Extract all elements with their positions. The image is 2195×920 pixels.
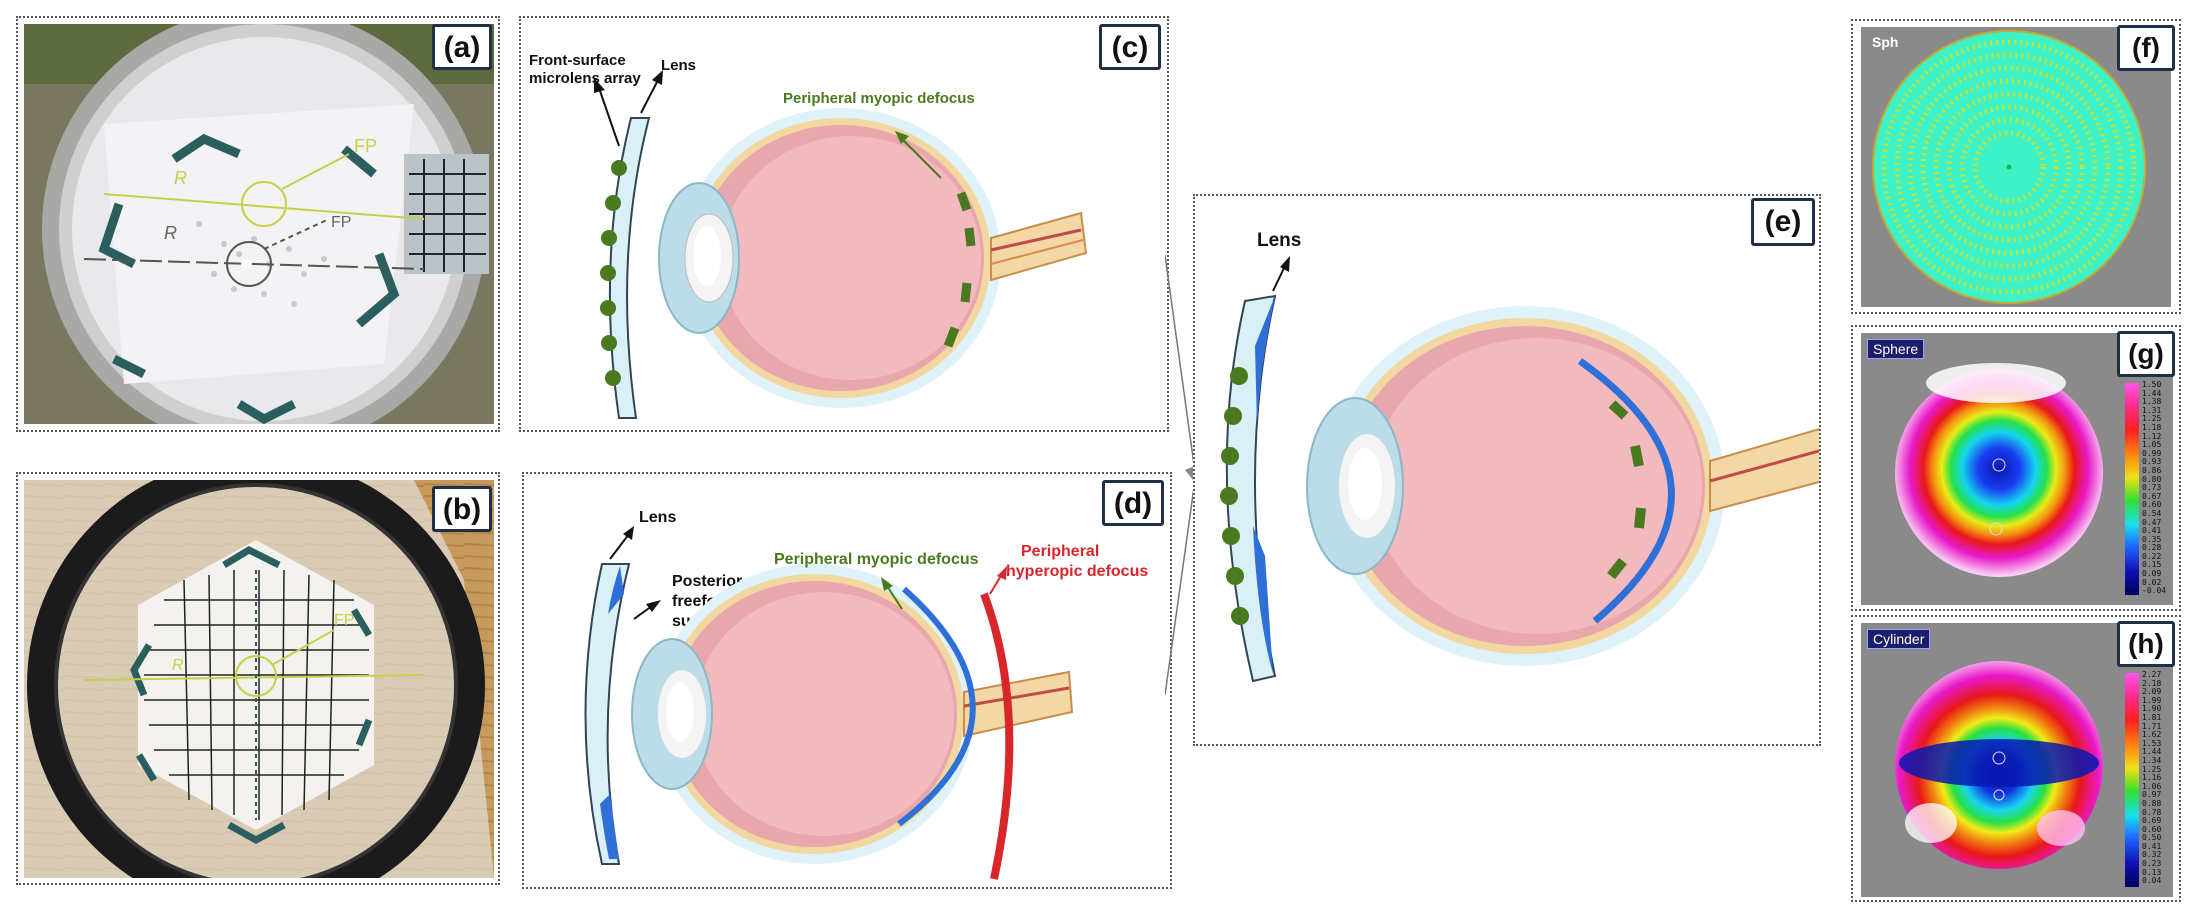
fp-label-top: FP (354, 136, 377, 156)
lens-label-d: Lens (639, 509, 676, 526)
sphere-map-graphic (1895, 363, 2103, 577)
panel-tag-d: (d) (1102, 480, 1164, 526)
myopic-defocus-label-c: Peripheral myopic defocus (783, 90, 975, 107)
r-label-b: R (172, 657, 184, 674)
panel-d: Lens Posterior freeform surface Peripher… (522, 472, 1172, 889)
r-label-mid: R (164, 223, 177, 243)
panel-tag-h: (h) (2117, 621, 2175, 667)
retina-curve-e (1577, 358, 1675, 624)
panel-e: Lens (e) (1193, 194, 1821, 746)
lens-label-c: Lens (661, 57, 696, 74)
hyperopic-curve-d (980, 592, 1014, 880)
panel-tag-a: (a) (432, 24, 492, 70)
microlens-array-e (1220, 367, 1249, 625)
eye-d (631, 564, 1074, 864)
myopic-defocus-label-d: Peripheral myopic defocus (774, 551, 979, 568)
lens-d (584, 563, 631, 865)
hyperopic-defocus-label: Peripheral hyperopic defocus (1006, 543, 1148, 580)
myopic-defocus-marks-e (1607, 400, 1646, 580)
cylinder-color-scale (2125, 673, 2139, 887)
panel-tag-g: (g) (2117, 331, 2175, 377)
diagram-e: Lens (1220, 230, 1819, 683)
panel-tag-f: (f) (2117, 25, 2175, 71)
panel-a: FP R R FP (a) (16, 16, 500, 432)
r-label-top: R (174, 168, 187, 188)
lens-photo-b: R FP (24, 480, 494, 878)
sph-map-label: Sph (1872, 34, 1899, 50)
panel-f: Sph (f) (1851, 19, 2181, 314)
panel-tag-e: (e) (1751, 198, 1815, 246)
lens-label-e: Lens (1257, 230, 1301, 251)
sph-map-graphic (1872, 30, 2146, 304)
cylinder-map-graphic (1895, 661, 2103, 869)
sph-map: Sph (1861, 27, 2171, 307)
sphere-map-label: Sphere (1867, 339, 1925, 359)
lens-photo-a: FP R R FP (24, 24, 494, 424)
fp-label-b: FP (334, 612, 354, 629)
retina-curve-d (897, 586, 976, 827)
lens-c (608, 117, 651, 419)
panel-b: R FP (b) (16, 472, 500, 885)
microlens-label: Front-surface microlens array (529, 52, 641, 87)
panel-tag-c: (c) (1099, 24, 1161, 70)
panel-c: Front-surface microlens array Lens Perip… (519, 16, 1169, 432)
diagram-c: Front-surface microlens array Lens Perip… (529, 52, 1088, 419)
sphere-color-scale (2125, 383, 2139, 595)
cylinder-map-label: Cylinder (1867, 629, 1931, 649)
fp-label-mid: FP (331, 214, 351, 231)
panel-tag-b: (b) (432, 486, 492, 532)
eye-e (1306, 306, 1819, 666)
myopic-defocus-marks-c (943, 191, 976, 348)
microlens-array-c (600, 160, 627, 386)
diagram-d: Lens Posterior freeform surface Peripher… (584, 509, 1148, 880)
eye-c (658, 108, 1088, 408)
